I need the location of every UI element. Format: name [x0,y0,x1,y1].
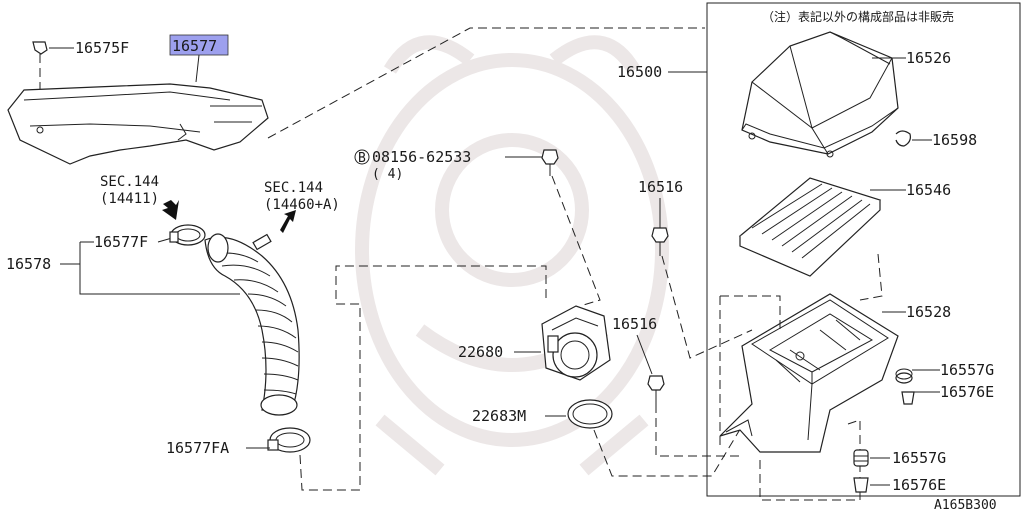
label-16576E-upper[interactable]: 16576E [940,383,994,401]
label-16577[interactable]: 16577 [172,37,217,55]
watermark-emblem [355,35,669,476]
air-duct-16577[interactable] [7,83,269,165]
bracket-16578 [60,241,240,295]
bolt-symbol-circle [354,149,370,165]
arrow-icon-right [280,210,296,233]
bolt-symbol: B [358,151,366,166]
gasket-22683M[interactable] [567,399,613,429]
label-16516-lower[interactable]: 16516 [612,315,657,333]
arrow-icon-left [162,200,179,220]
bolt-16516-upper-dashline [661,255,753,359]
sec-left-title[interactable]: SEC.144 [100,174,159,190]
bolt-dashline [551,175,601,307]
label-16500[interactable]: 16500 [617,63,662,81]
lower-case-dashline-a [720,295,781,330]
collar-16576E-lower[interactable] [853,477,869,493]
intake-hose-16578[interactable] [204,233,300,416]
lower-case-dashline-c [759,419,861,501]
gasket-dashline [593,395,761,477]
label-22683M[interactable]: 22683M [472,407,526,425]
leader-16516-lower [636,334,653,375]
reference-code: A165B300 [934,498,997,511]
hose-dashline [299,265,547,491]
label-16557G-upper[interactable]: 16557G [940,361,994,379]
label-16557G-lower[interactable]: 16557G [892,449,946,467]
label-16577F[interactable]: 16577F [94,233,148,251]
bolt-16516-lower[interactable] [647,375,665,404]
filter-element-16546[interactable] [738,177,882,277]
label-16575F[interactable]: 16575F [75,39,129,57]
grommet-16557G-upper[interactable] [895,368,913,384]
bolt-08156-62533[interactable] [541,149,559,176]
sec-right-title[interactable]: SEC.144 [264,180,323,196]
label-16526[interactable]: 16526 [906,49,951,67]
label-22680[interactable]: 22680 [458,343,503,361]
airflow-meter-22680[interactable] [541,305,611,381]
sec-left-ref[interactable]: (14411) [100,191,159,207]
assembly-frame [706,2,1021,497]
bolt-16516-lower-dashline [655,404,740,457]
sec-right-ref[interactable]: (14460+A) [264,197,340,213]
lower-case-16528[interactable] [719,293,899,453]
collar-16576E-upper[interactable] [901,391,915,405]
bolt-16516-upper[interactable] [651,227,669,256]
label-16598[interactable]: 16598 [932,131,977,149]
upper-cover-16526[interactable] [741,31,899,158]
clamp-16577F[interactable] [169,224,206,246]
label-08156-62533[interactable]: 08156-62533 [372,148,471,166]
filter-dashline [859,253,883,301]
label-16578[interactable]: 16578 [6,255,51,273]
duct-to-box-dashline [267,27,705,139]
label-bolt-qty: ( 4) [372,167,403,182]
clamp-16577FA[interactable] [267,427,311,453]
label-16546[interactable]: 16546 [906,181,951,199]
note-text: （注）表記以外の構成部品は非販売 [762,9,954,24]
label-16576E-lower[interactable]: 16576E [892,476,946,494]
label-16528[interactable]: 16528 [906,303,951,321]
label-16516-upper[interactable]: 16516 [638,178,683,196]
clip-16598[interactable] [895,130,911,147]
leader-16577 [195,54,200,83]
grommet-16557G-lower[interactable] [853,449,869,467]
label-16577FA[interactable]: 16577FA [166,439,229,457]
